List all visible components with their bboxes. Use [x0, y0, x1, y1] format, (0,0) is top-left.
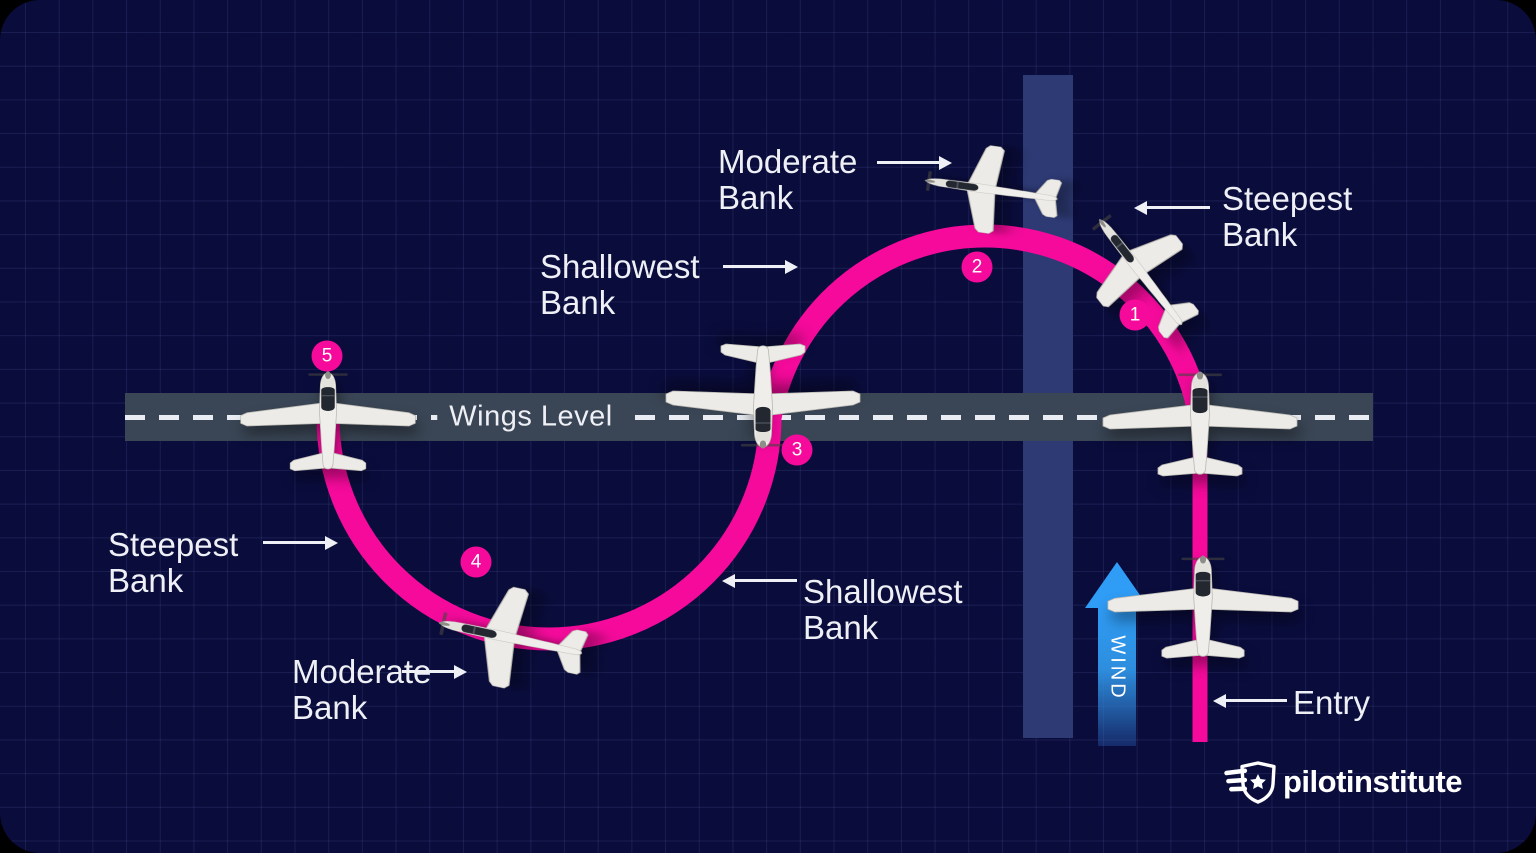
road-center-dashed-line: [125, 415, 1373, 420]
label-line: Bank: [1222, 216, 1298, 253]
label-line: Shallowest: [803, 573, 963, 610]
wings-level-label: Wings Level: [437, 398, 625, 436]
airplane-icon-road-crossing-right: [1100, 370, 1300, 490]
airplane-icon-entry: [1105, 554, 1301, 672]
step-marker-3: 3: [781, 434, 813, 466]
label-line: Bank: [292, 689, 368, 726]
label-moderate-bank-top: Moderate Bank: [718, 144, 857, 216]
step-marker-5: 5: [311, 340, 343, 372]
label-line: Bank: [803, 609, 879, 646]
label-shallowest-bank-bottom: Shallowest Bank: [803, 574, 963, 646]
label-line: Bank: [540, 284, 616, 321]
brand-logo: pilotinstitute: [1222, 760, 1462, 804]
label-line: Steepest: [108, 526, 239, 563]
pilot-institute-shield-icon: [1224, 761, 1276, 804]
label-line: Steepest: [1222, 180, 1353, 217]
step-marker-1: 1: [1119, 299, 1151, 331]
label-shallowest-bank-top: Shallowest Bank: [540, 249, 700, 321]
arrow-steepest-bank-left: [263, 541, 325, 544]
label-line: Bank: [718, 179, 794, 216]
step-marker-4: 4: [460, 546, 492, 578]
wind-arrow-shaft: [1098, 606, 1136, 746]
label-line: Bank: [108, 562, 184, 599]
label-line: Moderate: [718, 143, 858, 180]
arrow-shallowest-bank-top: [723, 265, 785, 268]
step-marker-2: 2: [961, 251, 993, 283]
airplane-icon-road-crossing-left-5: [238, 370, 418, 484]
label-entry: Entry: [1293, 684, 1371, 721]
label-moderate-bank-bottom: Moderate Bank: [292, 654, 431, 726]
label-steepest-bank-top: Steepest Bank: [1222, 181, 1352, 253]
arrow-moderate-bank-top: [877, 161, 939, 164]
label-line: Shallowest: [540, 248, 700, 285]
airplane-icon-road-crossing-middle-3: [663, 330, 863, 450]
brand-name: pilotinstitute: [1283, 764, 1462, 799]
arrow-steepest-bank-top: [1147, 206, 1210, 209]
label-steepest-bank-left: Steepest Bank: [108, 527, 238, 599]
arrow-shallowest-bank-bottom: [735, 579, 797, 582]
arrow-entry: [1226, 699, 1287, 702]
arrow-moderate-bank-bottom: [402, 670, 454, 673]
